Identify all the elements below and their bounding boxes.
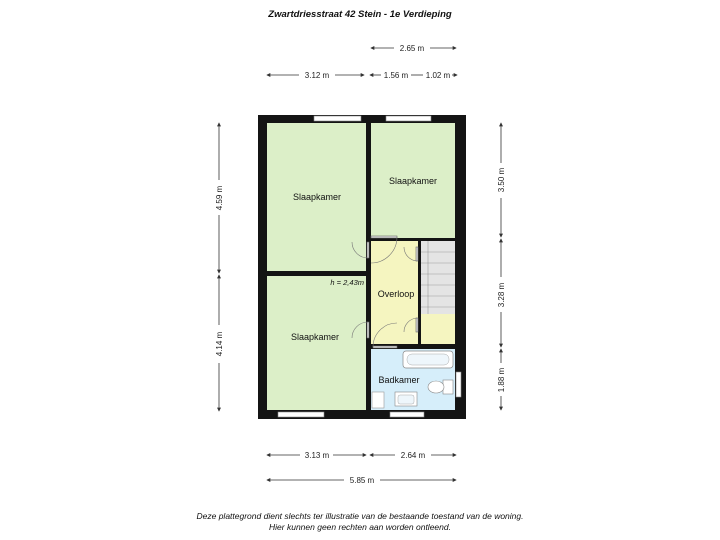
ceiling-height-label: h = 2,43m: [330, 278, 364, 287]
window: [385, 115, 432, 122]
dim-3-13: 3.13 m: [305, 451, 330, 460]
room-slaapkamer-top-left: [267, 123, 366, 271]
toilet-icon: [427, 379, 454, 395]
building: Slaapkamer Slaapkamer Slaapkamer Overloo…: [258, 115, 466, 419]
label-overloop: Overloop: [378, 289, 415, 299]
door: [351, 241, 370, 259]
label-badkamer: Badkamer: [378, 375, 419, 385]
dim-1-02: 1.02 m: [426, 71, 451, 80]
bottom-dimensions: 3.13 m 2.64 m 5.85 m: [266, 451, 457, 485]
door: [403, 246, 419, 262]
dim-3-50: 3.50 m: [497, 167, 506, 192]
label-slaapkamer-top-right: Slaapkamer: [389, 176, 437, 186]
bathtub-basin: [406, 353, 450, 366]
door: [370, 235, 398, 264]
dim-2-64: 2.64 m: [401, 451, 426, 460]
disclaimer-line-1: Deze plattegrond dient slechts ter illus…: [197, 511, 524, 521]
disclaimer-line-2: Hier kunnen geen rechten aan worden ontl…: [269, 522, 451, 532]
window: [313, 115, 362, 122]
dim-1-56: 1.56 m: [384, 71, 409, 80]
cabinet-icon: [371, 391, 385, 409]
door: [351, 321, 370, 339]
top-dimensions: 2.65 m 3.12 m 1.56 m 1.02 m: [266, 44, 458, 80]
door: [403, 317, 419, 333]
stairs: [421, 241, 455, 314]
dim-4-59: 4.59 m: [215, 185, 224, 210]
sink-icon: [394, 391, 418, 407]
dim-5-85: 5.85 m: [350, 476, 375, 485]
dim-3-12: 3.12 m: [305, 71, 330, 80]
dim-2-65: 2.65 m: [400, 44, 425, 53]
window: [277, 411, 325, 418]
left-dimensions: 4.59 m 4.14 m: [215, 122, 224, 412]
right-dimensions: 3.50 m 3.28 m 1.88 m: [497, 122, 506, 411]
stair-treads: [421, 241, 455, 314]
dim-4-14: 4.14 m: [215, 331, 224, 356]
window: [389, 411, 425, 418]
door: [372, 322, 398, 349]
landing-extension: [421, 314, 455, 344]
dim-1-88: 1.88 m: [497, 367, 506, 392]
room-slaapkamer-top-right: [371, 123, 455, 238]
room-slaapkamer-bottom-left: [267, 276, 366, 410]
plan-title: Zwartdriesstraat 42 Stein - 1e Verdiepin…: [267, 9, 452, 20]
window: [455, 371, 462, 398]
dim-3-28: 3.28 m: [497, 282, 506, 307]
room-overloop: [371, 241, 418, 344]
label-slaapkamer-top-left: Slaapkamer: [293, 192, 341, 202]
label-slaapkamer-bottom-left: Slaapkamer: [291, 332, 339, 342]
